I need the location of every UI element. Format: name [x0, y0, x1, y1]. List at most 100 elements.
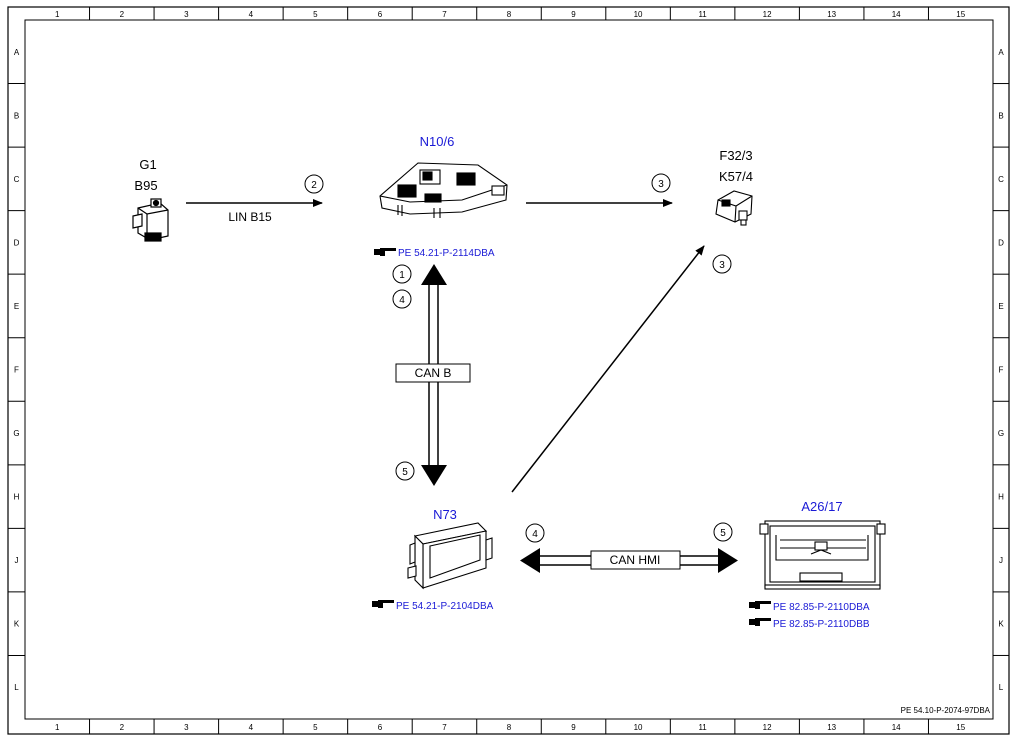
grid-column-label: 14 [892, 723, 901, 732]
grid-row-label: K [14, 620, 20, 629]
grid-row-label: L [14, 683, 19, 692]
g1-component[interactable]: G1 B95 [132, 157, 169, 242]
grid-column-label: 9 [571, 723, 576, 732]
marker-5-horizontal-text: 5 [720, 528, 726, 539]
marker-3-top: 3 [651, 173, 671, 193]
sam-module-icon [379, 162, 508, 218]
ezs-module-icon [407, 522, 493, 590]
n73-label: N73 [433, 507, 457, 522]
grid-column-label: 8 [507, 723, 512, 732]
grid-row-label: B [998, 111, 1003, 120]
a26-17-ref1-text[interactable]: PE 82.85-P-2110DBA [773, 602, 870, 613]
grid-row-label: J [15, 556, 19, 565]
n10-6-reference[interactable]: PE 54.21-P-2114DBA [374, 248, 495, 259]
grid-row-label: E [998, 302, 1003, 311]
pointing-hand-icon [749, 618, 771, 626]
grid-column-label: 8 [507, 10, 512, 19]
grid-column-label: 6 [378, 10, 383, 19]
grid-column-label: 5 [313, 10, 318, 19]
grid-column-label: 3 [184, 10, 189, 19]
g1-label: G1 [139, 157, 156, 172]
n73-component[interactable]: N73 PE 54.21-P-2104DBA [372, 507, 494, 612]
grid-column-label: 7 [442, 723, 447, 732]
grid-column-label: 14 [892, 10, 901, 19]
fuse-relay-icon [715, 190, 753, 226]
grid-column-label: 13 [827, 10, 836, 19]
grid-column-label: 12 [763, 723, 772, 732]
marker-3-top-text: 3 [658, 179, 664, 190]
grid-column-label: 13 [827, 723, 836, 732]
pointing-hand-icon [749, 601, 771, 609]
marker-4-vertical-text: 4 [399, 295, 405, 306]
grid-column-label: 3 [184, 723, 189, 732]
grid-column-label: 4 [249, 723, 254, 732]
grid-column-label: 11 [698, 723, 707, 732]
grid-row-label: D [14, 238, 20, 247]
grid-column-label: 10 [634, 723, 643, 732]
n73-reference[interactable]: PE 54.21-P-2104DBA [372, 600, 494, 612]
grid-row-label: L [999, 683, 1004, 692]
n73-to-f32-arrow [511, 245, 705, 493]
marker-3-diagonal: 3 [712, 254, 732, 274]
head-unit-icon [759, 520, 886, 590]
grid-column-label: 2 [120, 723, 125, 732]
grid-column-label: 7 [442, 10, 447, 19]
grid-row-label: F [999, 366, 1004, 375]
a26-17-reference-1[interactable]: PE 82.85-P-2110DBA [749, 601, 870, 613]
can-hmi-label: CAN HMI [610, 553, 661, 567]
grid-column-label: 12 [763, 10, 772, 19]
grid-row-label: G [13, 429, 19, 438]
can-b-bus: CAN B [395, 264, 471, 486]
grid-row-label: D [998, 238, 1004, 247]
grid-column-label: 9 [571, 10, 576, 19]
a26-17-label: A26/17 [801, 499, 842, 514]
grid-column-label: 11 [698, 10, 707, 19]
grid-row-label: A [14, 48, 20, 57]
grid-row-label: C [14, 175, 20, 184]
marker-1-text: 1 [399, 270, 405, 281]
grid-row-label: K [998, 620, 1004, 629]
grid-column-label: 1 [55, 10, 60, 19]
k57-4-label: K57/4 [719, 169, 753, 184]
marker-3-diagonal-text: 3 [719, 260, 725, 271]
n73-ref-text[interactable]: PE 54.21-P-2104DBA [396, 601, 494, 612]
can-hmi-bus: CAN HMI [520, 548, 738, 573]
lin-b15-label: LIN B15 [228, 210, 272, 224]
battery-sensor-icon [132, 198, 169, 242]
grid-column-label: 5 [313, 723, 318, 732]
marker-4-horizontal-text: 4 [532, 529, 538, 540]
marker-1: 1 [392, 264, 412, 284]
n10-6-component[interactable]: N10/6 PE 54.21-P-2114DBA [374, 134, 508, 259]
can-b-label: CAN B [415, 366, 452, 380]
grid-column-label: 4 [249, 10, 254, 19]
document-id: PE 54.10-P-2074-97DBA [901, 706, 991, 715]
marker-5-vertical: 5 [395, 461, 415, 481]
marker-5-horizontal: 5 [713, 522, 733, 542]
grid-row-label: J [999, 556, 1003, 565]
grid-row-label: H [998, 493, 1004, 502]
pointing-hand-icon [374, 248, 396, 256]
a26-17-component[interactable]: A26/17 PE 82.85-P-2110DBA [749, 499, 886, 630]
drawing-frame [7, 6, 1010, 735]
f32-3-component[interactable]: F32/3 K57/4 [715, 148, 753, 226]
grid-row-label: G [998, 429, 1004, 438]
n10-6-label: N10/6 [420, 134, 455, 149]
a26-17-ref2-text[interactable]: PE 82.85-P-2110DBB [773, 619, 870, 630]
grid-column-label: 15 [956, 10, 965, 19]
grid-column-label: 6 [378, 723, 383, 732]
grid-column-labels: 1122334455667788991010111112121313141415… [55, 7, 966, 734]
grid-row-label: E [14, 302, 19, 311]
n10-6-ref-text[interactable]: PE 54.21-P-2114DBA [398, 248, 495, 259]
grid-row-label: A [998, 48, 1004, 57]
grid-row-label: H [14, 493, 20, 502]
grid-column-label: 2 [120, 10, 125, 19]
marker-4-horizontal: 4 [525, 523, 545, 543]
grid-column-label: 10 [634, 10, 643, 19]
grid-row-label: F [14, 366, 19, 375]
b95-label: B95 [134, 178, 157, 193]
pointing-hand-icon [372, 600, 394, 608]
grid-column-label: 1 [55, 723, 60, 732]
a26-17-reference-2[interactable]: PE 82.85-P-2110DBB [749, 618, 870, 630]
grid-row-label: C [998, 175, 1004, 184]
